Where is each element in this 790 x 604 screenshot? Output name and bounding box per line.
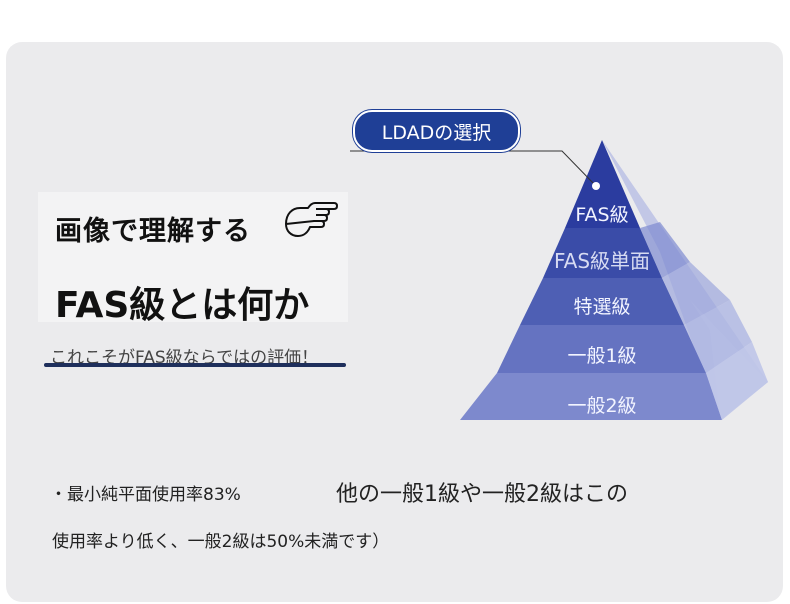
tier-label-fas-single: FAS級単面 (553, 249, 651, 273)
pyramid-tier-1 (565, 140, 640, 228)
tier-label-special: 特選級 (573, 296, 631, 318)
pyramid-facet-2 (640, 222, 690, 278)
heading-line1: 画像で理解する (55, 216, 251, 247)
tier-label-fas: FAS級 (575, 204, 629, 226)
tier-label-general2: 一般2級 (567, 395, 637, 417)
title-box (38, 192, 348, 322)
pyramid-facet-4 (684, 300, 752, 373)
pointing-hand-icon (285, 202, 338, 237)
tier-label-general1: 一般1級 (567, 345, 637, 367)
body-line3: 使用率より低く、一般2級は50%未満です） (52, 532, 390, 552)
badge-label: LDADの選択 (381, 121, 492, 144)
body-line1: ・最小純平面使用率83% (50, 485, 241, 505)
body-line2: 他の一般1級や一般2級はこの (336, 482, 628, 507)
pyramid-tier-3 (520, 278, 684, 325)
subtitle-underline (44, 363, 346, 367)
pyramid-tier-5 (460, 373, 722, 420)
pyramid-facet-5 (706, 342, 768, 420)
pyramid-tier-2 (543, 228, 662, 278)
pyramid-facet-3 (662, 262, 730, 325)
pyramid-tier-4 (497, 325, 706, 373)
heading-line2: FAS級とは何か (55, 285, 310, 326)
ldad-selection-badge: LDADの選択 (353, 110, 520, 152)
